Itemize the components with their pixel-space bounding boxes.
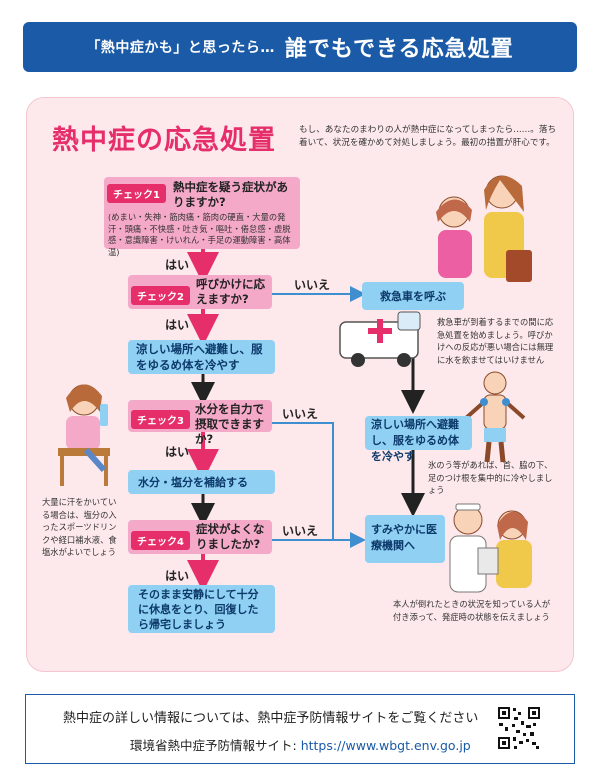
check2-question: 呼びかけに応えますか?	[196, 277, 265, 306]
check1-symptoms: (めまい・失神・筋肉痛・筋肉の硬直・大量の発汗・頭痛・不快感・吐き気・嘔吐・倦怠…	[108, 212, 291, 257]
hydrate-box: 水分・塩分を補給する	[128, 470, 275, 494]
footer-line1: 熱中症の詳しい情報については、熱中症予防情報サイトをご覧ください	[63, 711, 479, 726]
check3-tag: チェック3	[131, 409, 190, 429]
side-note: 大量に汗をかいている場合は、塩分の入ったスポーツドリンクや経口補水液、食塩水がよ…	[42, 497, 117, 557]
footer-box	[25, 694, 575, 764]
check4-tag: チェック4	[131, 530, 190, 550]
yes4-label: はい	[165, 569, 190, 583]
no3-label: いいえ	[282, 407, 319, 421]
ice-note: 氷のう等があれば、首、脇の下、足のつけ根を集中的に冷やしましょう	[428, 460, 553, 495]
mother-child-illustration	[436, 175, 532, 282]
blue-no-arrows	[272, 286, 366, 548]
no4-label: いいえ	[282, 524, 319, 538]
ambulance-note: 救急車が到着するまでの間に応急処置を始めましょう。呼びかけへの反応が悪い場合には…	[437, 317, 554, 365]
qr-code-icon[interactable]	[497, 706, 541, 750]
check1-tag: チェック1	[107, 183, 166, 203]
cool-right-box: 涼しい場所へ避難し、服をゆるめ体を冷やす	[365, 416, 472, 463]
yes2-label: はい	[165, 318, 190, 332]
check3-question: 水分を自力で摂取できますか?	[195, 402, 264, 446]
girl-drinking-illustration	[58, 384, 110, 486]
footer-url-link[interactable]: https://www.wbgt.env.go.jp	[300, 738, 471, 753]
panel-title: 熱中症の応急処置	[52, 125, 276, 156]
check1-question: 熱中症を疑う症状がありますか?	[173, 180, 288, 209]
header-banner: 「熱中症かも」と思ったら… 誰でもできる応急処置	[23, 22, 577, 72]
no2-label: いいえ	[294, 278, 331, 292]
footer-site-label: 環境省熱中症予防情報サイト:	[130, 738, 297, 753]
banner-pre: 「熱中症かも」と思ったら…	[86, 40, 275, 56]
hospital-box: すみやかに医療機関へ	[365, 515, 445, 563]
ambulance-box: 救急車を呼ぶ	[362, 282, 464, 310]
nurse-illustration	[449, 503, 532, 593]
check4-question: 症状がよくなりましたか?	[196, 522, 265, 551]
panel-intro: もし、あなたのまわりの人が熱中症になってしまったら……。落ち着いて、状況を確かめ…	[299, 125, 557, 148]
check2-tag: チェック2	[131, 285, 190, 305]
rest-box: そのまま安静にして十分に休息をとり、回復したら帰宅しましょう	[128, 585, 275, 633]
ambulance-illustration	[339, 311, 421, 367]
yes3-label: はい	[165, 445, 190, 459]
ice-pack-figure	[464, 371, 526, 463]
banner-title: 誰でもできる応急処置	[284, 37, 514, 62]
yes1-label: はい	[165, 258, 190, 272]
footer-line2: 環境省熱中症予防情報サイト: https://www.wbgt.env.go.j…	[130, 735, 471, 754]
hospital-note: 本人が倒れたときの状況を知っている人が付き添って、発症時の状態を伝えましょう	[393, 599, 551, 622]
cool-left-box: 涼しい場所へ避難し、服をゆるめ体を冷やす	[128, 340, 275, 374]
